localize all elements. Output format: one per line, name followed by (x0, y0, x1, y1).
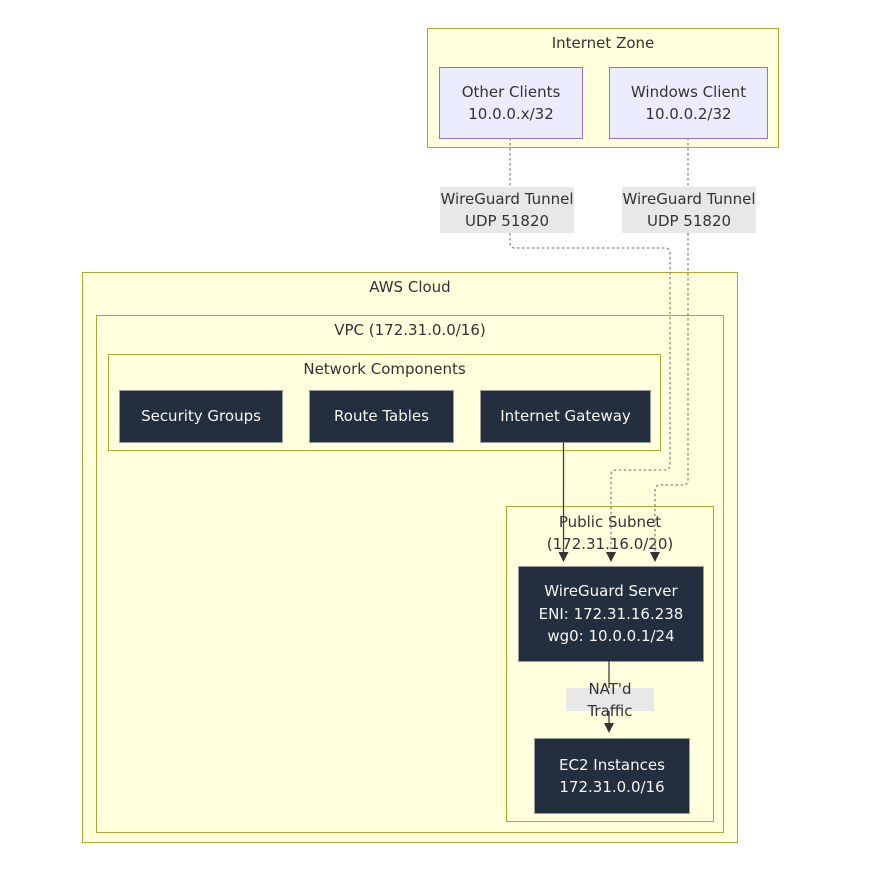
tunnel-label-right-line1: WireGuard Tunnel (622, 190, 756, 208)
vpc-title: VPC (172.31.0.0/16) (334, 321, 486, 339)
public-subnet-title-line1: Public Subnet (558, 513, 662, 531)
nat-traffic-label: NAT'd Traffic (566, 680, 654, 720)
ec2-instances-node: EC2 Instances 172.31.0.0/16 (534, 738, 690, 814)
route-tables-node: Route Tables (309, 390, 454, 443)
tunnel-label-left-line1: WireGuard Tunnel (440, 190, 574, 208)
wireguard-server-wg0: wg0: 10.0.0.1/24 (547, 627, 675, 646)
tunnel-label-left-line2: UDP 51820 (464, 212, 550, 230)
internet-zone-title: Internet Zone (551, 34, 655, 52)
internet-gateway-node: Internet Gateway (480, 390, 651, 443)
security-groups-label: Security Groups (141, 407, 261, 426)
tunnel-label-right-line2: UDP 51820 (646, 212, 732, 230)
internet-zone-container: Internet Zone Other Clients 10.0.0.x/32 … (427, 28, 779, 148)
network-components-container: Network Components Security Groups Route… (108, 354, 661, 451)
tunnel-label-right: WireGuard Tunnel UDP 51820 (622, 187, 756, 233)
wireguard-server-node: WireGuard Server ENI: 172.31.16.238 wg0:… (518, 566, 704, 662)
public-subnet-container: Public Subnet (172.31.16.0/20) WireGuard… (506, 506, 714, 822)
ec2-instances-cidr: 172.31.0.0/16 (559, 778, 665, 796)
tunnel-label-left: WireGuard Tunnel UDP 51820 (440, 187, 574, 233)
windows-client-node: Windows Client 10.0.0.2/32 (609, 67, 768, 139)
nat-traffic-label-text: NAT'd Traffic (587, 679, 633, 720)
network-components-title: Network Components (303, 360, 466, 378)
aws-cloud-title: AWS Cloud (369, 278, 451, 296)
public-subnet-title: Public Subnet (172.31.16.0/20) (507, 511, 713, 555)
route-tables-label: Route Tables (334, 407, 429, 426)
security-groups-node: Security Groups (119, 390, 283, 443)
other-clients-ip: 10.0.0.x/32 (468, 105, 554, 123)
ec2-instances-label: EC2 Instances (559, 755, 665, 774)
wireguard-server-label: WireGuard Server (544, 582, 678, 601)
internet-gateway-label: Internet Gateway (500, 407, 631, 426)
public-subnet-title-line2: (172.31.16.0/20) (546, 535, 674, 553)
other-clients-node: Other Clients 10.0.0.x/32 (439, 67, 583, 139)
vpc-container: VPC (172.31.0.0/16) Network Components S… (96, 315, 724, 833)
wireguard-server-eni: ENI: 172.31.16.238 (538, 604, 684, 623)
windows-client-label: Windows Client (630, 83, 747, 101)
aws-cloud-container: AWS Cloud VPC (172.31.0.0/16) Network Co… (82, 272, 738, 843)
windows-client-ip: 10.0.0.2/32 (645, 105, 732, 123)
other-clients-label: Other Clients (461, 83, 561, 101)
